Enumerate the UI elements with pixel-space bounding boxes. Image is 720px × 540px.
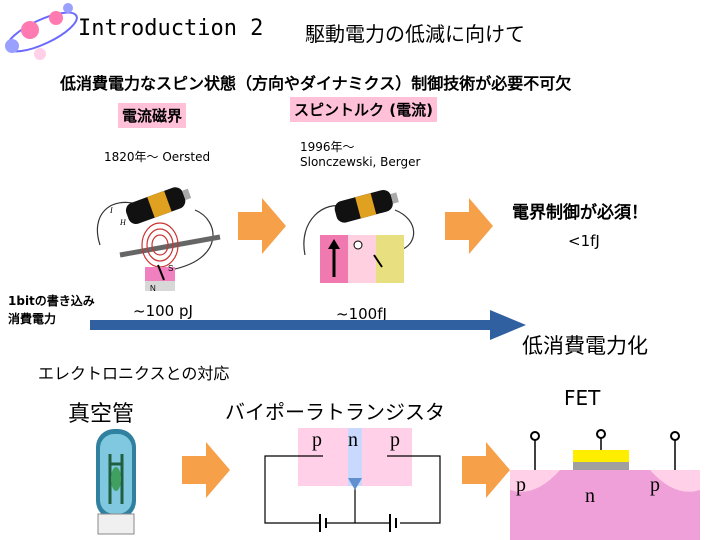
right-arrow-4: [462, 442, 510, 498]
write-power-label-1: 1bitの書き込み: [8, 294, 95, 308]
title-right: 駆動電力の低減に向けて: [305, 22, 525, 46]
fet-region-p1: p: [516, 474, 526, 496]
spin-torque-apparatus: [303, 189, 415, 283]
magnet-label-n: N: [150, 284, 156, 293]
title-left: Introduction 2: [78, 16, 264, 41]
subtitle: 低消費電力なスピン状態（方向やダイナミクス）制御技術が必要不可欠: [60, 74, 572, 93]
bipolar-label: バイポーラトランジスタ: [225, 400, 445, 424]
bjt-region-n: n: [348, 429, 358, 451]
fet-diagram: [510, 429, 700, 540]
magnet-label-s: S: [168, 264, 173, 273]
spin-torque-label: スピントルク (電流): [290, 97, 437, 122]
vacuum-tube-label: 真空管: [68, 402, 135, 427]
fet-label: FET: [564, 386, 601, 410]
oersted-power: ~100 pJ: [133, 302, 193, 320]
fet-region-n: n: [585, 485, 595, 507]
oersted-year: 1820年～ Oersted: [104, 150, 211, 164]
logo-spheres: [5, 3, 78, 60]
electric-field-label: 電界制御が必須！: [512, 203, 648, 223]
electric-field-power: <1fJ: [568, 232, 600, 250]
bjt-diagram: [264, 428, 441, 532]
bjt-region-p2: p: [390, 429, 400, 451]
write-power-label-2: 消費電力: [8, 312, 57, 326]
right-arrow-2: [445, 198, 493, 254]
long-arrow: [90, 310, 526, 340]
right-arrow-3: [182, 442, 230, 498]
fet-region-p2: p: [650, 474, 660, 496]
electronics-heading: エレクトロニクスとの対応: [38, 364, 230, 383]
oersted-apparatus: N S I H: [96, 187, 221, 293]
low-power-label: 低消費電力化: [522, 334, 648, 358]
bjt-region-p1: p: [312, 429, 322, 451]
spin-torque-year-1: 1996年～: [300, 140, 355, 154]
right-arrow-1: [238, 198, 286, 254]
vacuum-tube-image: [96, 429, 136, 535]
field-label-h: H: [119, 218, 127, 227]
current-label-i: I: [109, 206, 113, 215]
spin-torque-year-2: Slonczewski, Berger: [300, 155, 421, 169]
spin-torque-power: ~100fJ: [336, 305, 387, 323]
current-field-label: 電流磁界: [118, 103, 187, 128]
